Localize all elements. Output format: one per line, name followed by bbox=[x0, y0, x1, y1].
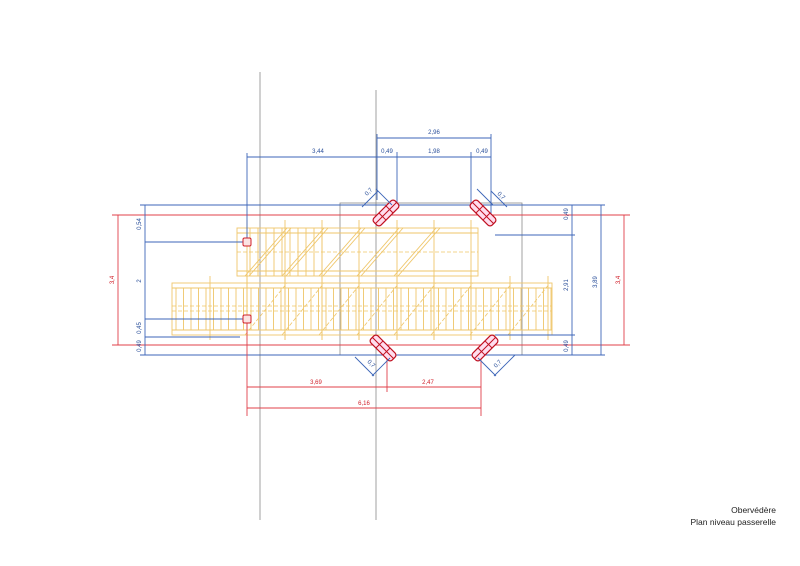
anchor-point bbox=[242, 314, 252, 324]
dim-top-mid: 1,98 bbox=[428, 149, 440, 155]
timber-member bbox=[318, 227, 362, 277]
timber-member bbox=[507, 282, 551, 336]
dim-top-overall: 2,96 bbox=[428, 130, 440, 136]
dim-left-1: 0,54 bbox=[137, 218, 143, 230]
dim-right-overall: 3,89 bbox=[593, 276, 599, 288]
timber-member bbox=[360, 227, 404, 277]
dim-top-left: 3,44 bbox=[312, 149, 324, 155]
dim-support-1: 0,7 bbox=[364, 187, 375, 198]
timber-member bbox=[430, 282, 474, 336]
timber-member bbox=[281, 282, 325, 336]
dim-right-red: 3,4 bbox=[616, 275, 622, 284]
dim-bottom-overall: 6,16 bbox=[358, 401, 370, 407]
timber-member bbox=[244, 282, 288, 336]
dim-left-4: 0,49 bbox=[137, 340, 143, 352]
dim-bottom-1: 3,69 bbox=[310, 380, 322, 386]
dim-bottom-2: 2,47 bbox=[422, 380, 434, 386]
support-footing bbox=[372, 199, 400, 227]
timber-member bbox=[248, 227, 292, 277]
support-footing bbox=[469, 199, 497, 227]
dim-left-3: 0,45 bbox=[137, 322, 143, 334]
dim-support-3: 0,7 bbox=[366, 359, 377, 370]
drawing-subtitle: Plan niveau passerelle bbox=[690, 517, 776, 527]
dim-right-2: 2,91 bbox=[564, 279, 570, 291]
dim-top-b: 0,49 bbox=[476, 149, 488, 155]
platform-outline bbox=[339, 202, 523, 356]
timber-member bbox=[318, 282, 362, 336]
dim-left-red: 3,4 bbox=[110, 275, 116, 284]
dim-right-1: 0,49 bbox=[564, 208, 570, 220]
timber-member bbox=[393, 282, 437, 336]
anchor-point bbox=[242, 237, 252, 247]
dim-top-a: 0,49 bbox=[381, 149, 393, 155]
drawing-caption: Obervédère Plan niveau passerelle bbox=[690, 504, 776, 528]
support-footing bbox=[369, 334, 397, 362]
timber-member bbox=[285, 227, 329, 277]
walkway bbox=[171, 276, 553, 340]
timber-member bbox=[393, 227, 437, 277]
dim-support-2: 0,7 bbox=[496, 191, 507, 202]
dim-support-4: 0,7 bbox=[493, 359, 504, 370]
timber-member bbox=[397, 227, 441, 277]
timber-member bbox=[469, 282, 513, 336]
timber-member bbox=[322, 227, 366, 277]
dim-right-3: 0,49 bbox=[564, 340, 570, 352]
dim-left-2: 2 bbox=[137, 279, 143, 283]
timber-member bbox=[281, 227, 325, 277]
support-footing bbox=[471, 334, 499, 362]
timber-member bbox=[244, 227, 288, 277]
timber-member bbox=[356, 227, 400, 277]
project-title: Obervédère bbox=[731, 505, 776, 515]
timber-member bbox=[356, 282, 400, 336]
